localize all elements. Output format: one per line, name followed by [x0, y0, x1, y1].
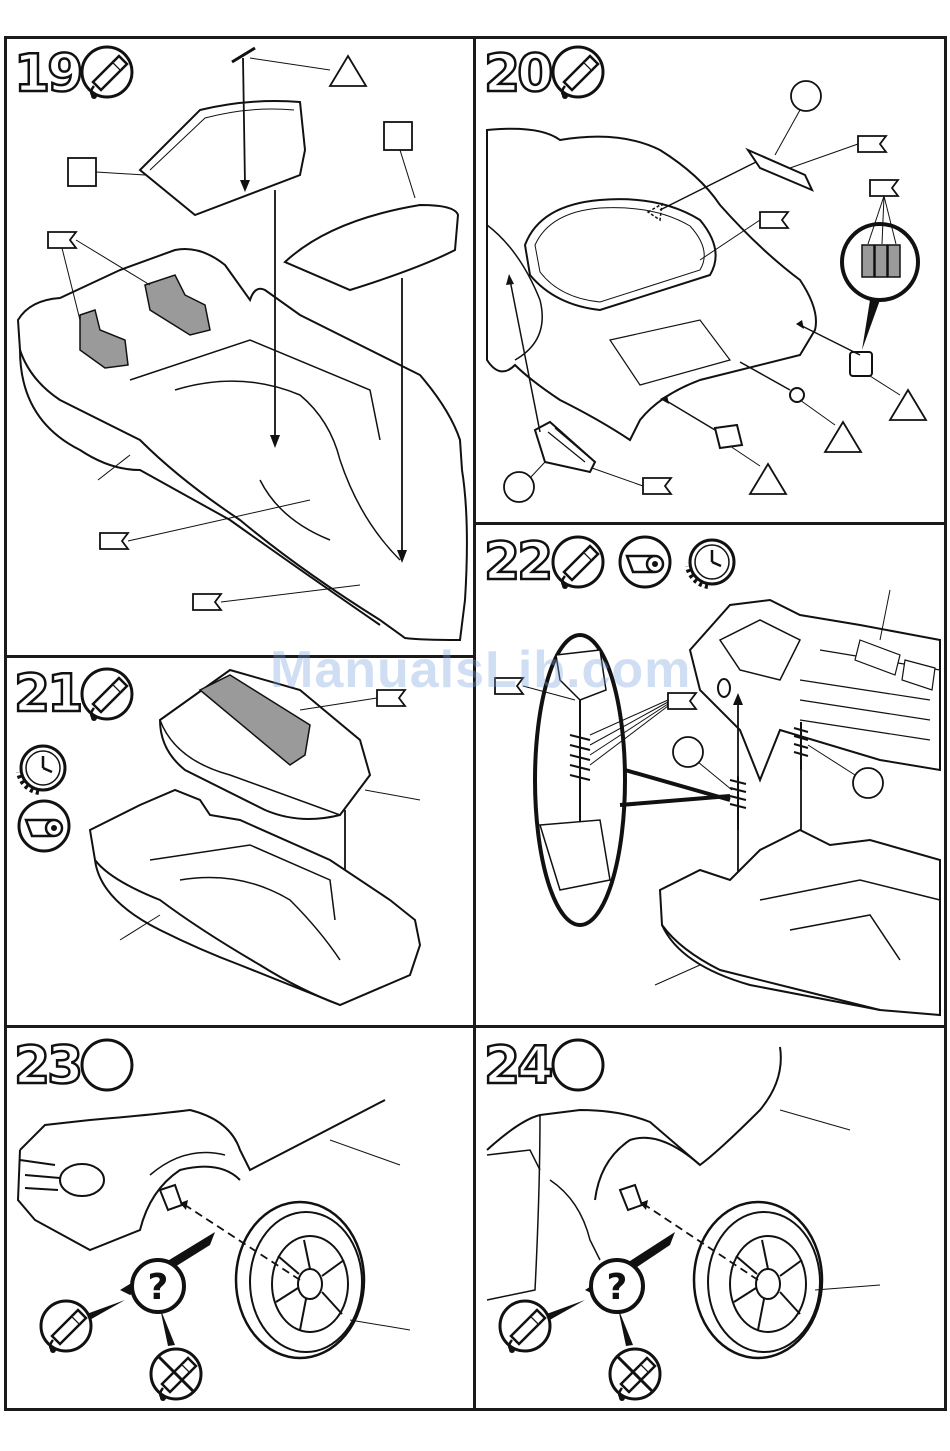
step-number-24: 24	[484, 1040, 550, 1092]
step-20-panel	[473, 36, 947, 525]
watermark-text: ManualsLib.com	[270, 640, 691, 700]
step-22-panel	[473, 522, 947, 1028]
step-number-20: 20	[484, 48, 550, 100]
step-number-23: 23	[14, 1040, 80, 1092]
step-number-21: 21	[14, 668, 80, 720]
step-number-22: 22	[484, 536, 550, 588]
step-number-19: 19	[14, 48, 80, 100]
step-19-panel	[4, 36, 476, 658]
